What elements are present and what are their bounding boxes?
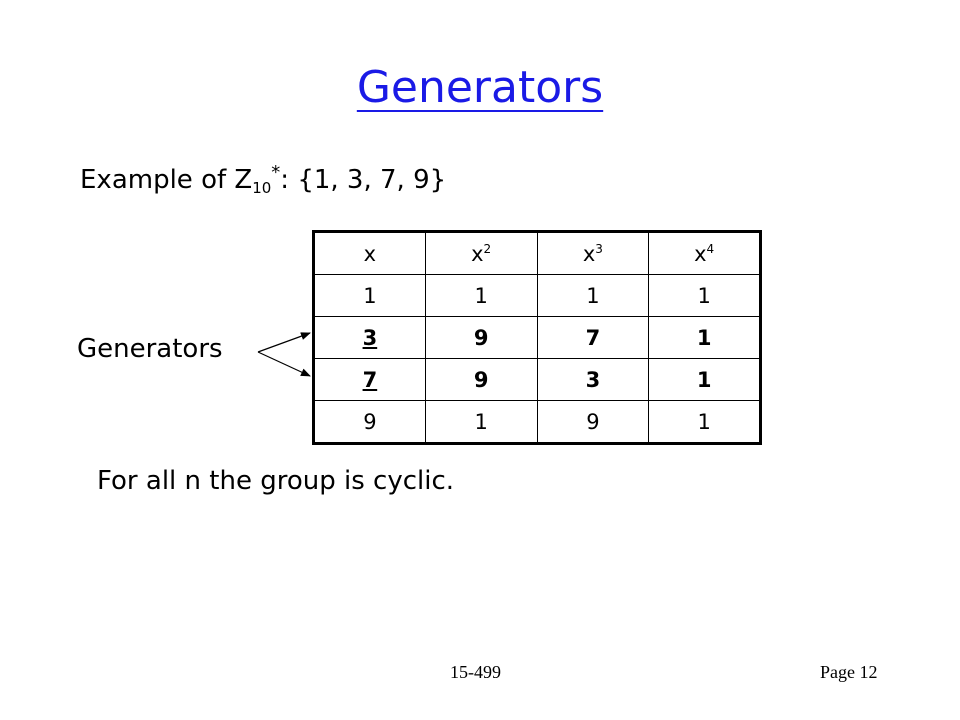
table-cell: 9: [424, 316, 538, 359]
table-cell: 9: [313, 400, 426, 444]
footer-page-number: Page 12: [820, 662, 878, 682]
table-cell: 1: [648, 274, 761, 317]
example-suffix: : {1, 3, 7, 9}: [280, 165, 447, 195]
footer-course: 15-499: [450, 662, 501, 682]
example-superscript: *: [271, 162, 281, 183]
table-cell: 1: [536, 274, 650, 317]
header-cell: x3: [536, 231, 650, 275]
header-cell: x2: [424, 231, 538, 275]
example-text: Example of Z10*: {1, 3, 7, 9}: [80, 162, 446, 197]
header-cell: x4: [648, 231, 761, 275]
table-row: 1 1 1 1: [313, 274, 761, 317]
table-header-row: x x2 x3 x4: [313, 231, 761, 275]
table-cell-generator: 7: [313, 358, 426, 401]
table-cell: 1: [424, 400, 538, 444]
example-subscript: 10: [252, 179, 272, 197]
table-row-generator: 7 9 3 1: [313, 358, 761, 401]
arrow-to-row-3: [257, 332, 311, 353]
table-cell-generator: 3: [313, 316, 426, 359]
table-cell: 9: [424, 358, 538, 401]
table-cell: 3: [536, 358, 650, 401]
example-prefix: Example of Z: [80, 165, 253, 195]
table-row: 9 1 9 1: [313, 400, 761, 444]
table-row-generator: 3 9 7 1: [313, 316, 761, 359]
table-cell: 9: [536, 400, 650, 444]
cyclic-note: For all n the group is cyclic.: [97, 466, 455, 496]
table-cell: 1: [648, 400, 761, 444]
header-cell: x: [313, 231, 426, 275]
powers-table: x x2 x3 x4 1 1 1 1 3 9 7 1 7 9 3 1 9 1 9…: [312, 230, 762, 445]
table-cell: 1: [648, 358, 761, 401]
table-cell: 1: [424, 274, 538, 317]
table-cell: 1: [648, 316, 761, 359]
table-cell: 7: [536, 316, 650, 359]
table-cell: 1: [313, 274, 426, 317]
arrow-to-row-7: [257, 351, 311, 377]
generators-label: Generators: [77, 334, 223, 364]
slide-title: Generators: [356, 62, 604, 113]
